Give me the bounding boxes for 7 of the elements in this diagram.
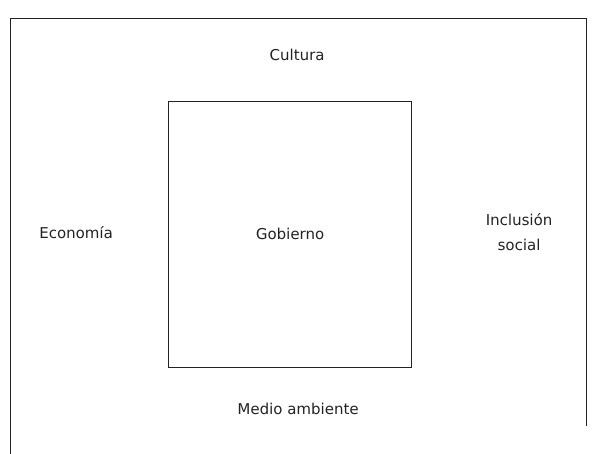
category-label: Economía (38, 223, 114, 244)
category-label: Inclusión social (484, 210, 554, 256)
frame-box (10, 18, 587, 426)
node-label: Gobierno (256, 224, 324, 246)
process-box (168, 101, 412, 368)
category-label: Cultura (268, 45, 326, 66)
category-label: Medio ambiente (236, 399, 360, 420)
